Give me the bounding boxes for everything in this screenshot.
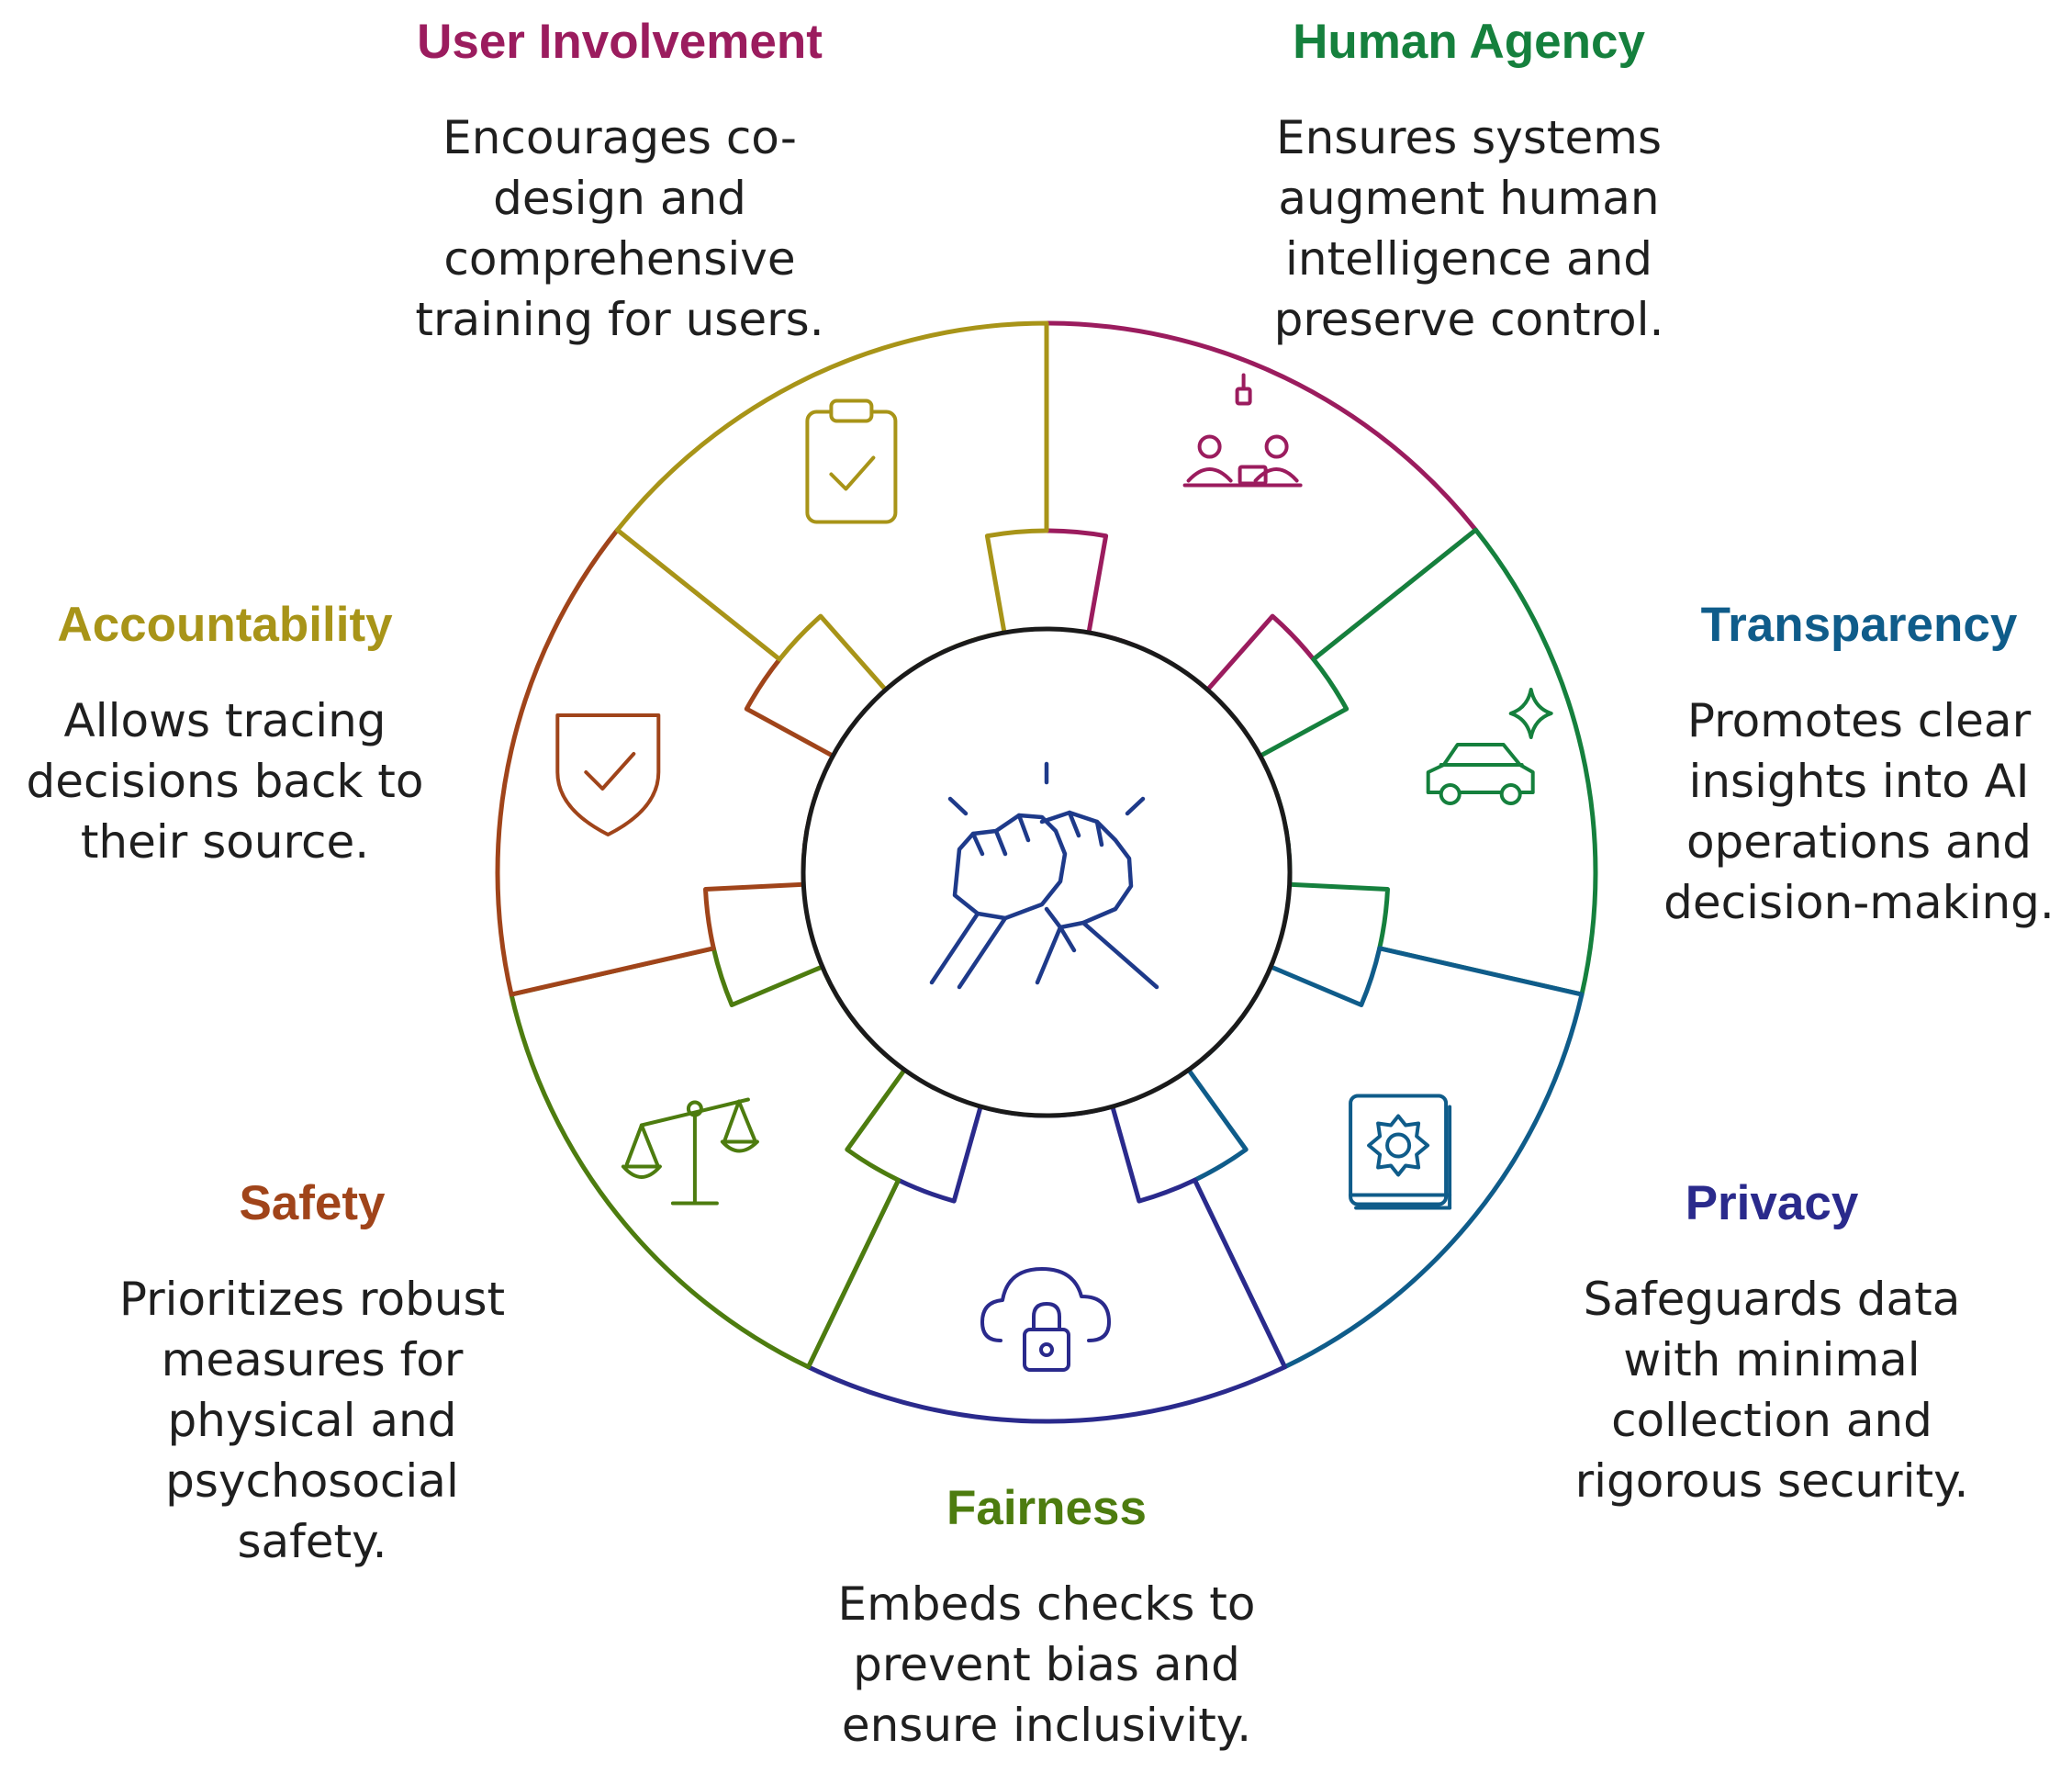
title-fairness: Fairness [946,1481,1147,1535]
description-user-involvement: Encourages co- design and comprehensive … [415,111,824,346]
segment-privacy [806,1104,1287,1424]
balance-scale-icon [621,1097,759,1206]
block-safety: Safety Prioritizes robust measures for p… [92,1175,532,1572]
block-human-agency: Human Agency Ensures systems augment hum… [1249,14,1689,350]
clipboard-check-icon [805,398,898,524]
description-privacy: Safeguards data with minimal collection … [1574,1273,1969,1508]
block-transparency: Transparency Promotes clear insights int… [1652,597,2066,933]
description-fairness: Embeds checks to prevent bias and ensure… [837,1577,1256,1752]
title-human-agency: Human Agency [1293,15,1645,69]
description-human-agency: Ensures systems augment human intelligen… [1273,111,1664,346]
block-fairness: Fairness Embeds checks to prevent bias a… [808,1480,1285,1756]
center-circle [801,626,1293,1118]
gear-book-icon [1349,1094,1452,1210]
description-safety: Prioritizes robust measures for physical… [118,1273,506,1568]
title-accountability: Accountability [57,598,393,652]
collaboration-icon [1182,373,1303,488]
title-transparency: Transparency [1700,598,2018,652]
block-user-involvement: User Involvement Encourages co- design a… [390,14,849,350]
description-transparency: Promotes clear insights into AI operatio… [1663,694,2055,929]
handshake-icon [929,761,1159,990]
block-privacy: Privacy Safeguards data with minimal col… [1551,1175,1992,1511]
title-user-involvement: User Involvement [417,15,823,69]
title-safety: Safety [239,1176,386,1230]
block-accountability: Accountability Allows tracing decisions … [14,597,436,872]
shield-check-icon [555,713,661,836]
description-accountability: Allows tracing decisions back to their s… [26,694,424,869]
autonomous-car-icon [1426,688,1553,805]
title-privacy: Privacy [1685,1176,1859,1230]
cloud-lock-icon [980,1267,1111,1372]
